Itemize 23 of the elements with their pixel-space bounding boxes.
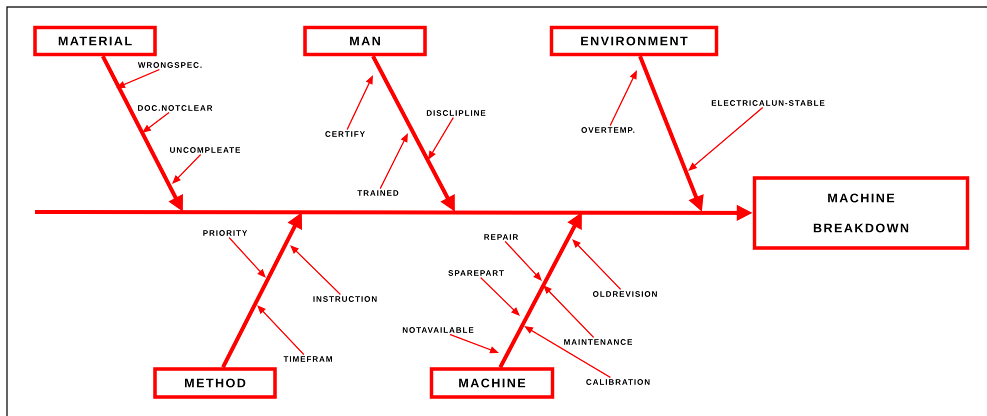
cause-label: CERTIFY: [325, 131, 365, 137]
cause-label: DOC.NOTCLEAR: [138, 105, 212, 111]
cause-label: NOTAVAILABLE: [402, 327, 474, 333]
cause-label: CALIBRATION: [586, 379, 650, 385]
cause-label: OLDREVISION: [592, 291, 657, 297]
category-box: MACHINE BREAKDOWN: [752, 176, 970, 250]
cause-label: WRONGSPEC.: [138, 62, 202, 68]
cause-label: TRAINED: [357, 190, 398, 196]
category-box: MATERIAL: [33, 26, 157, 56]
cause-label: DISCLIPLINE: [426, 110, 486, 116]
category-box: MACHINE: [430, 367, 554, 399]
cause-label: SPAREPART: [448, 270, 504, 276]
cause-label: INSTRUCTION: [313, 296, 377, 302]
cause-label: UNCOMPLEATE: [170, 147, 240, 153]
cause-label: TIMEFRAM: [284, 356, 332, 362]
category-box: METHOD: [153, 367, 277, 399]
cause-label: REPAIR: [484, 234, 518, 240]
category-box: MAN: [303, 26, 427, 56]
cause-label: MAINTENANCE: [564, 339, 632, 345]
cause-label: PRIORITY: [203, 230, 248, 236]
cause-label: ELECTRICALUN-STABLE: [712, 100, 824, 106]
category-box: ENVIRONMENT: [550, 26, 718, 56]
cause-label: OVERTEMP.: [581, 127, 634, 133]
